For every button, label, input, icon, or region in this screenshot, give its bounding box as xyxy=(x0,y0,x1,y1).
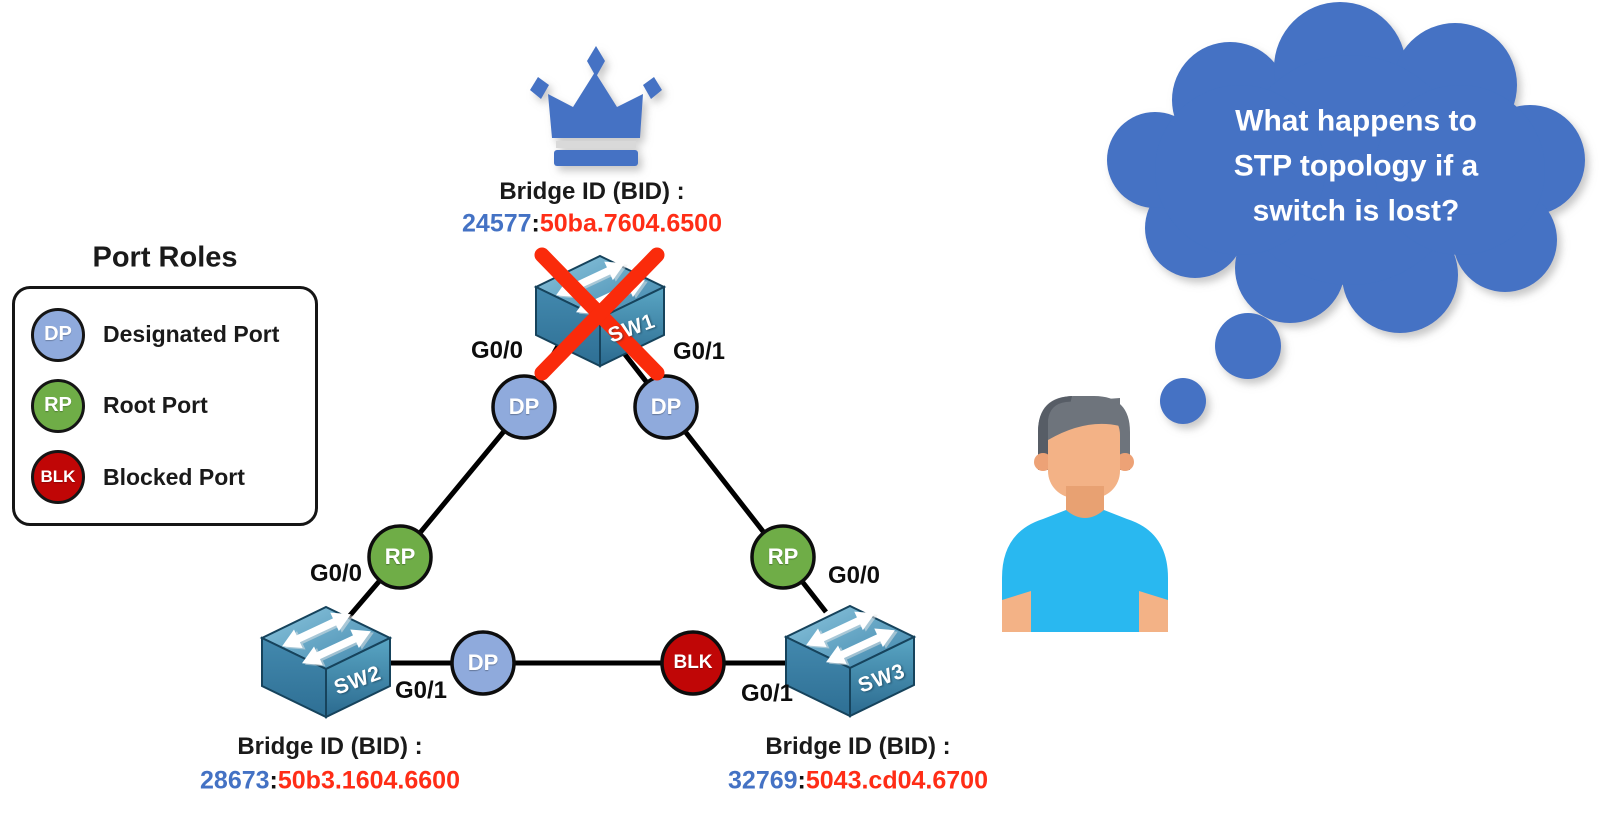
port-circle-sw2-g01 xyxy=(450,630,516,696)
bubble-line-3: switch is lost? xyxy=(1252,194,1460,228)
port-circle-sw1-g01 xyxy=(633,374,699,440)
interface-label-sw3-g00: G0/0 xyxy=(827,562,881,589)
thought-bubble-cloud xyxy=(1107,2,1585,424)
link-sw1-sw3 xyxy=(614,341,828,614)
person-shirt xyxy=(1002,510,1168,632)
person-figure xyxy=(1002,396,1168,632)
port-circle-sw3-g00 xyxy=(750,524,816,590)
crown-icon xyxy=(530,46,662,166)
port-circle-sw2-g00 xyxy=(367,524,433,590)
bid-priority-sw3: 32769 xyxy=(728,766,798,795)
bid-priority-sw2: 28673 xyxy=(200,766,270,795)
blocked-port-badge: BLK xyxy=(31,450,85,505)
links xyxy=(344,341,828,666)
bid-separator: : xyxy=(269,766,278,795)
legend-item-designated-port: DP Designated Port xyxy=(31,307,299,362)
bubble-line-1: What happens to xyxy=(1235,104,1477,138)
switch-icon-sw2 xyxy=(259,605,393,719)
person-forearm-left xyxy=(1002,591,1031,632)
person-forearm-right xyxy=(1139,591,1168,632)
failure-cross-icon xyxy=(534,247,665,381)
port-role-sw3-g00: RP xyxy=(767,544,799,569)
legend-box: DP Designated Port RP Root Port BLK Bloc… xyxy=(12,286,318,526)
port-role-sw2-g01: DP xyxy=(467,650,499,675)
bid-label-sw2: Bridge ID (BID) : xyxy=(237,733,423,760)
port-circle-sw3-g01 xyxy=(660,630,726,696)
interface-label-sw1-g00: G0/0 xyxy=(470,337,524,364)
interface-label-sw3-g01: G0/1 xyxy=(740,680,794,707)
bid-value-sw3: 32769:5043.cd04.6700 xyxy=(728,767,988,796)
thought-bubble-text: What happens to STP topology if a switch… xyxy=(1234,99,1478,234)
legend-item-blocked-port: BLK Blocked Port xyxy=(31,450,299,505)
interface-label-sw2-g01: G0/1 xyxy=(394,677,448,704)
port-circles xyxy=(367,374,816,696)
legend-item-label: Blocked Port xyxy=(103,463,245,490)
bid-mac-sw1: 50ba.7604.6500 xyxy=(539,209,722,238)
legend-item-label: Designated Port xyxy=(103,321,280,348)
bubble-trail-small xyxy=(1160,378,1206,424)
bid-mac-sw3: 5043.cd04.6700 xyxy=(805,766,988,795)
interface-label-sw2-g00: G0/0 xyxy=(309,560,363,587)
bid-label-sw3: Bridge ID (BID) : xyxy=(765,733,951,760)
bid-mac-sw2: 50b3.1604.6600 xyxy=(277,766,460,795)
legend-item-label: Root Port xyxy=(103,392,208,419)
bubble-trail-large xyxy=(1215,313,1281,379)
bubble-line-2: STP topology if a xyxy=(1233,149,1479,183)
switch-icon-sw3 xyxy=(783,604,917,718)
bid-separator: : xyxy=(797,766,806,795)
interface-label-sw1-g01: G0/1 xyxy=(672,338,726,365)
port-role-sw3-g01: BLK xyxy=(673,652,713,673)
root-port-badge: RP xyxy=(31,378,85,433)
legend-item-root-port: RP Root Port xyxy=(31,378,299,433)
bid-priority-sw1: 24577 xyxy=(462,209,532,238)
port-role-sw1-g01: DP xyxy=(650,394,682,419)
bid-label-sw1: Bridge ID (BID) : xyxy=(499,178,685,205)
person-neck xyxy=(1066,486,1104,522)
person-ear-right xyxy=(1116,453,1134,471)
port-role-sw1-g00: DP xyxy=(508,394,540,419)
person-hair-front xyxy=(1048,398,1120,440)
bid-value-sw1: 24577:50ba.7604.6500 xyxy=(462,210,722,239)
person-ear-left xyxy=(1034,453,1052,471)
designated-port-badge: DP xyxy=(31,307,85,362)
port-role-sw2-g00: RP xyxy=(384,544,416,569)
bid-value-sw2: 28673:50b3.1604.6600 xyxy=(200,767,460,796)
port-circle-sw1-g00 xyxy=(491,374,557,440)
bid-separator: : xyxy=(531,209,540,238)
legend-title: Port Roles xyxy=(92,241,238,274)
